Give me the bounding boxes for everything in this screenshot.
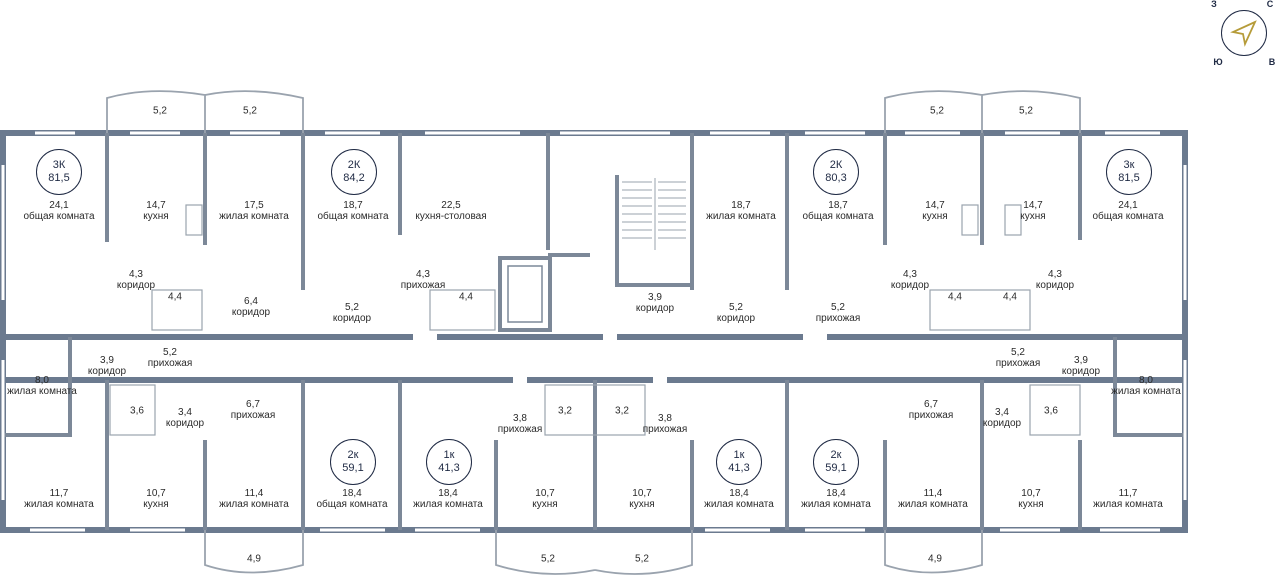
room-label: 4,4 [948, 291, 962, 303]
room-label: 4,9 [247, 553, 261, 565]
compass-west: З [1211, 0, 1217, 9]
room-label: 5,2 [153, 105, 167, 117]
compass-ring [1221, 10, 1267, 56]
room-label: 4,9 [928, 553, 942, 565]
room-label: 3,2 [615, 405, 629, 417]
room-label: 5,2 [930, 105, 944, 117]
apartment-marker [426, 439, 472, 485]
room-label: 3,2 [558, 405, 572, 417]
apartment-marker [330, 439, 376, 485]
room-label: 5,2 [1019, 105, 1033, 117]
compass-east: В [1268, 57, 1276, 67]
room-label: 5,2 [243, 105, 257, 117]
compass-south: Ю [1213, 57, 1223, 67]
compass-arrow-icon [1230, 20, 1257, 47]
apartment-marker [813, 439, 859, 485]
apartment-marker [813, 149, 859, 195]
room-label: 4,4 [1003, 291, 1017, 303]
apartment-marker [331, 149, 377, 195]
apartment-marker [36, 149, 82, 195]
room-label: 4,4 [459, 291, 473, 303]
room-label: 3,6 [1044, 405, 1058, 417]
apartment-marker [716, 439, 762, 485]
room-label: 4,4 [168, 291, 182, 303]
apartment-marker [1106, 149, 1152, 195]
compass-north: С [1266, 0, 1274, 9]
room-label: 5,2 [541, 553, 555, 565]
room-label: 3,6 [130, 405, 144, 417]
room-label: 5,2 [635, 553, 649, 565]
